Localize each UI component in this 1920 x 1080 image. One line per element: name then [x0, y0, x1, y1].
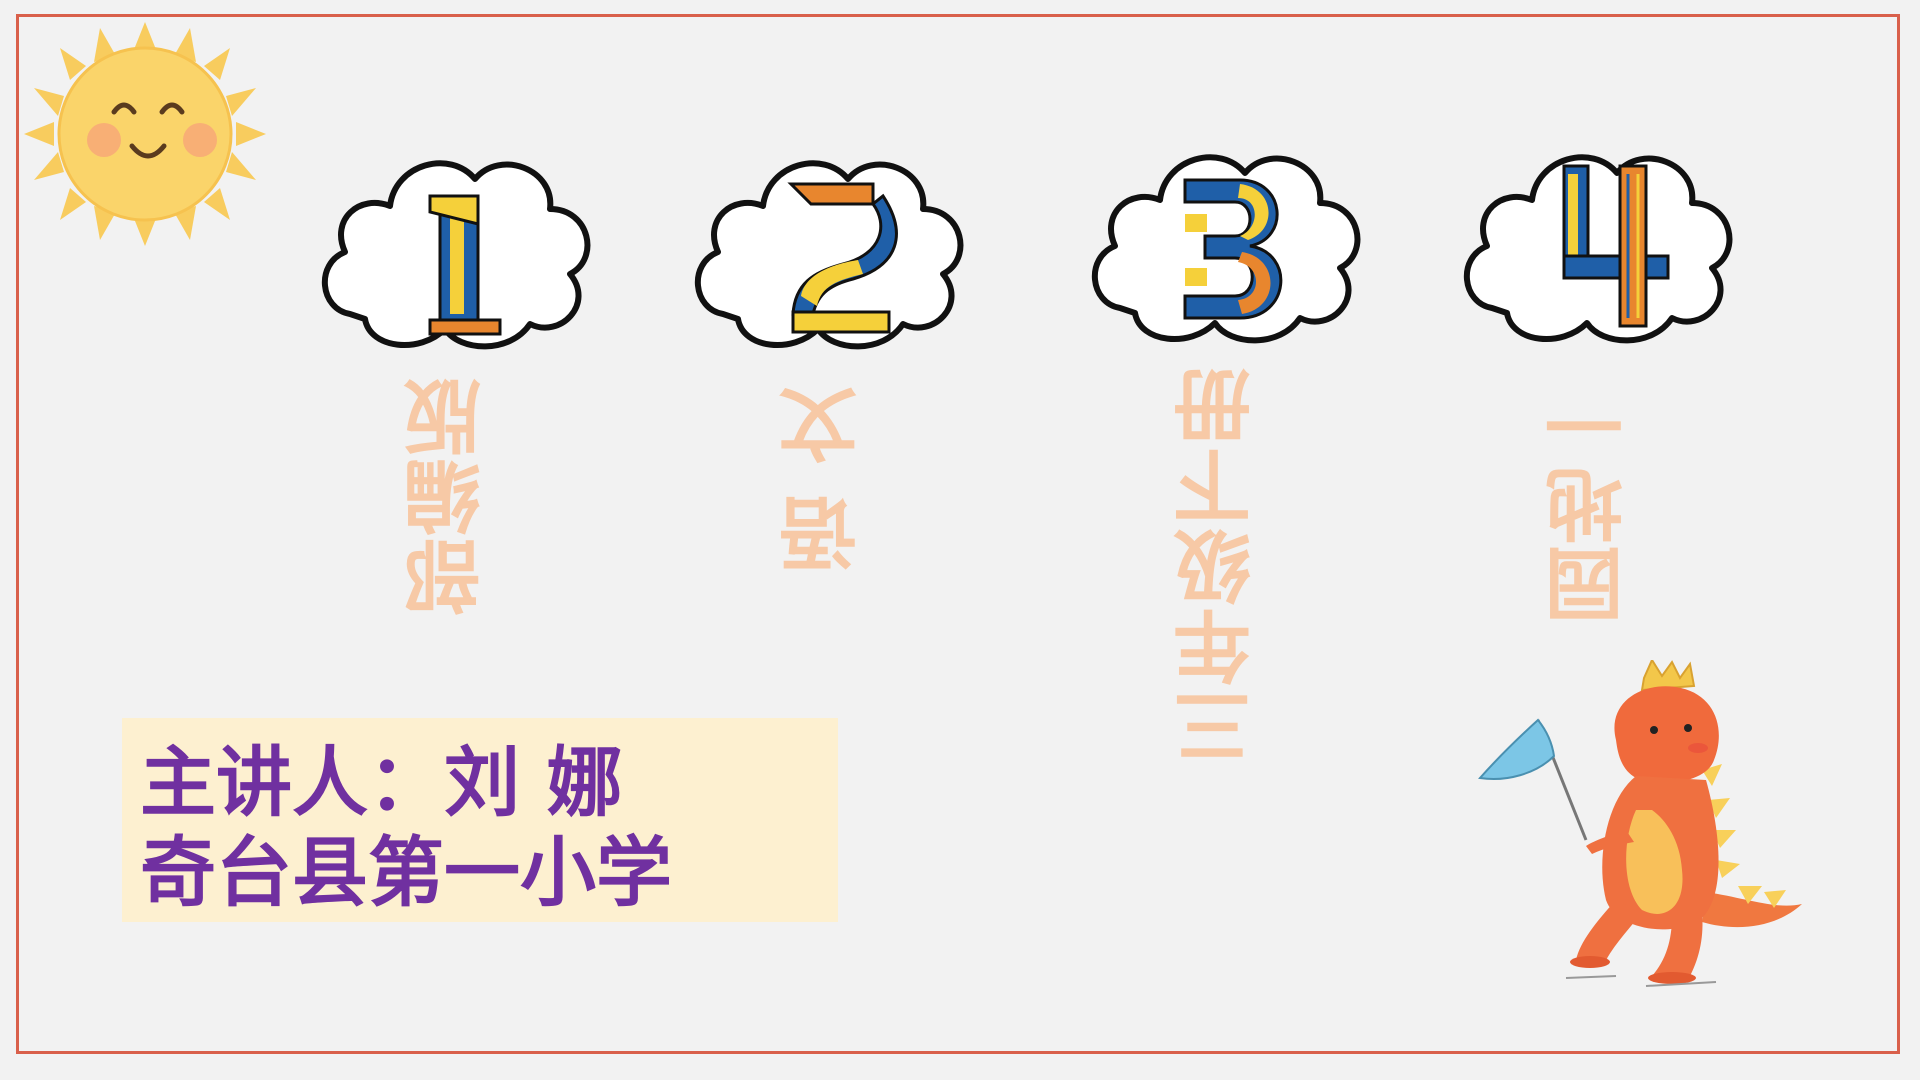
vertical-title-grade: 三年级下册 — [1174, 366, 1264, 766]
smiling-sun-icon — [24, 22, 266, 246]
speaker-name: 主讲人：刘 娜 — [140, 738, 623, 827]
vertical-title-subject: 语 文 — [780, 384, 870, 574]
cloud-icon — [694, 160, 964, 350]
number-2-icon — [787, 182, 898, 334]
number-4-icon — [1562, 164, 1670, 328]
cloud-number-1: 1 — [321, 160, 591, 350]
vertical-title-unit: 园地一 — [1546, 384, 1636, 624]
number-3-icon — [1183, 178, 1283, 320]
vertical-title-edition: 部编版 — [404, 376, 494, 616]
school-name: 奇台县第一小学 — [140, 828, 672, 917]
slide-border — [16, 14, 1900, 1054]
cloud-icon — [1463, 154, 1733, 344]
cloud-number-3: 3 — [1091, 154, 1361, 344]
dinosaur-with-net-illustration — [1478, 660, 1802, 987]
cloud-number-2: 2 — [694, 160, 964, 350]
speaker-info-box: 主讲人：刘 娜 奇台县第一小学 — [122, 718, 838, 922]
number-1-icon — [428, 194, 502, 336]
cloud-number-4: 4 — [1463, 154, 1733, 344]
